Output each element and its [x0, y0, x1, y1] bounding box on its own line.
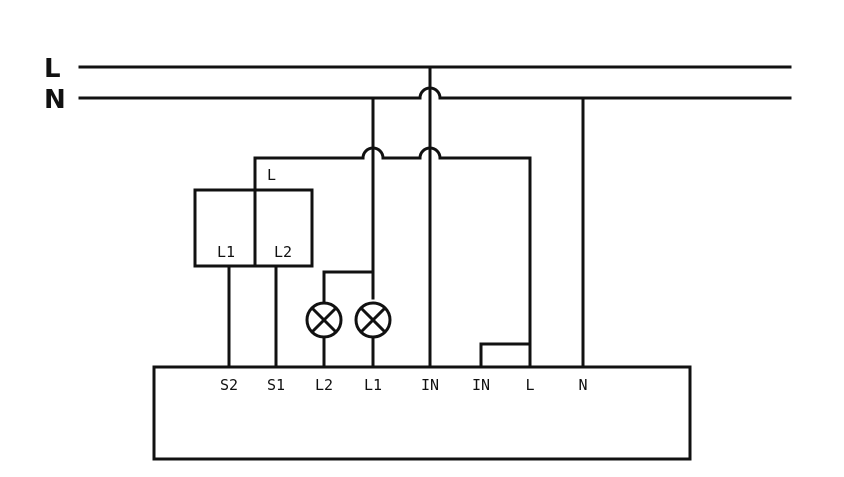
neutral-rail-label: N [44, 85, 66, 115]
terminal-l1-label: L1 [364, 376, 382, 394]
switch-feed-wire [253, 146, 532, 369]
terminal-in1-label: IN [421, 376, 439, 394]
terminal-n-label: N [578, 376, 587, 394]
line-rail-label: L [44, 54, 61, 84]
neutral-rail-wire [78, 86, 792, 100]
terminal-in2-label: IN [472, 376, 490, 394]
terminal-s2-label: S2 [220, 376, 238, 394]
terminal-l2-label: L2 [315, 376, 333, 394]
lamp-icon [354, 301, 392, 339]
switch-output1-label: L1 [217, 243, 235, 261]
switch-input-label: L [267, 166, 276, 184]
terminal-s1-label: S1 [267, 376, 285, 394]
switch-output2-label: L2 [274, 243, 292, 261]
in-l-bridge-wire [479, 342, 532, 369]
controller-box [152, 365, 692, 461]
lamp-common-wire [322, 270, 375, 305]
terminal-l-label: L [525, 376, 534, 394]
lamp-icon [305, 301, 343, 339]
